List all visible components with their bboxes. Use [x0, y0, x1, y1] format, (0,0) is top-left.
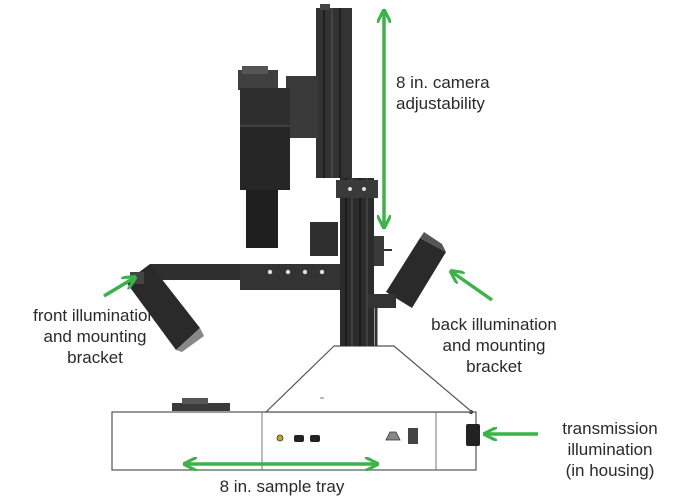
- front-illumination-label-line2: and mounting: [43, 327, 147, 346]
- back-illumination-label-line3: bracket: [466, 357, 522, 376]
- back-illumination: [368, 232, 446, 346]
- front-illumination-label-line1: front illumination: [33, 306, 157, 325]
- back-illumination-label: back illumination and mounting bracket: [414, 314, 574, 377]
- annotation-arrows: [103, 12, 538, 464]
- camera-adjust-label-line1: 8 in. camera: [396, 73, 490, 92]
- transmission-label-line2: illumination: [567, 440, 653, 459]
- back-illumination-label-line1: back illumination: [431, 315, 557, 334]
- knob-icon: [385, 431, 401, 441]
- transmission-label: transmission illumination (in housing): [548, 418, 672, 481]
- upper-rail: [310, 4, 352, 256]
- camera-adjust-label: 8 in. camera adjustability: [396, 72, 490, 114]
- port-icon: [310, 435, 320, 442]
- indicator-light-icon: [276, 434, 284, 442]
- back-illumination-label-line2: and mounting: [442, 336, 546, 355]
- base-housing: [111, 411, 477, 471]
- camera-adjust-label-line2: adjustability: [396, 94, 485, 113]
- front-illumination-arrow: [103, 278, 134, 298]
- switch-icon: [408, 428, 418, 444]
- port-icon: [294, 435, 304, 442]
- sample-tray-label: 8 in. sample tray: [219, 477, 345, 496]
- front-illumination-label: front illumination and mounting bracket: [0, 305, 190, 368]
- front-illumination-label-line3: bracket: [67, 348, 123, 367]
- front-arm: [150, 264, 340, 290]
- camera-assembly: [238, 66, 318, 248]
- transmission-label-line3: (in housing): [565, 461, 655, 480]
- back-illumination-arrow: [452, 272, 494, 302]
- vertical-column: [336, 178, 392, 346]
- sample-tray: [172, 398, 230, 411]
- transmission-label-line1: transmission: [562, 419, 658, 438]
